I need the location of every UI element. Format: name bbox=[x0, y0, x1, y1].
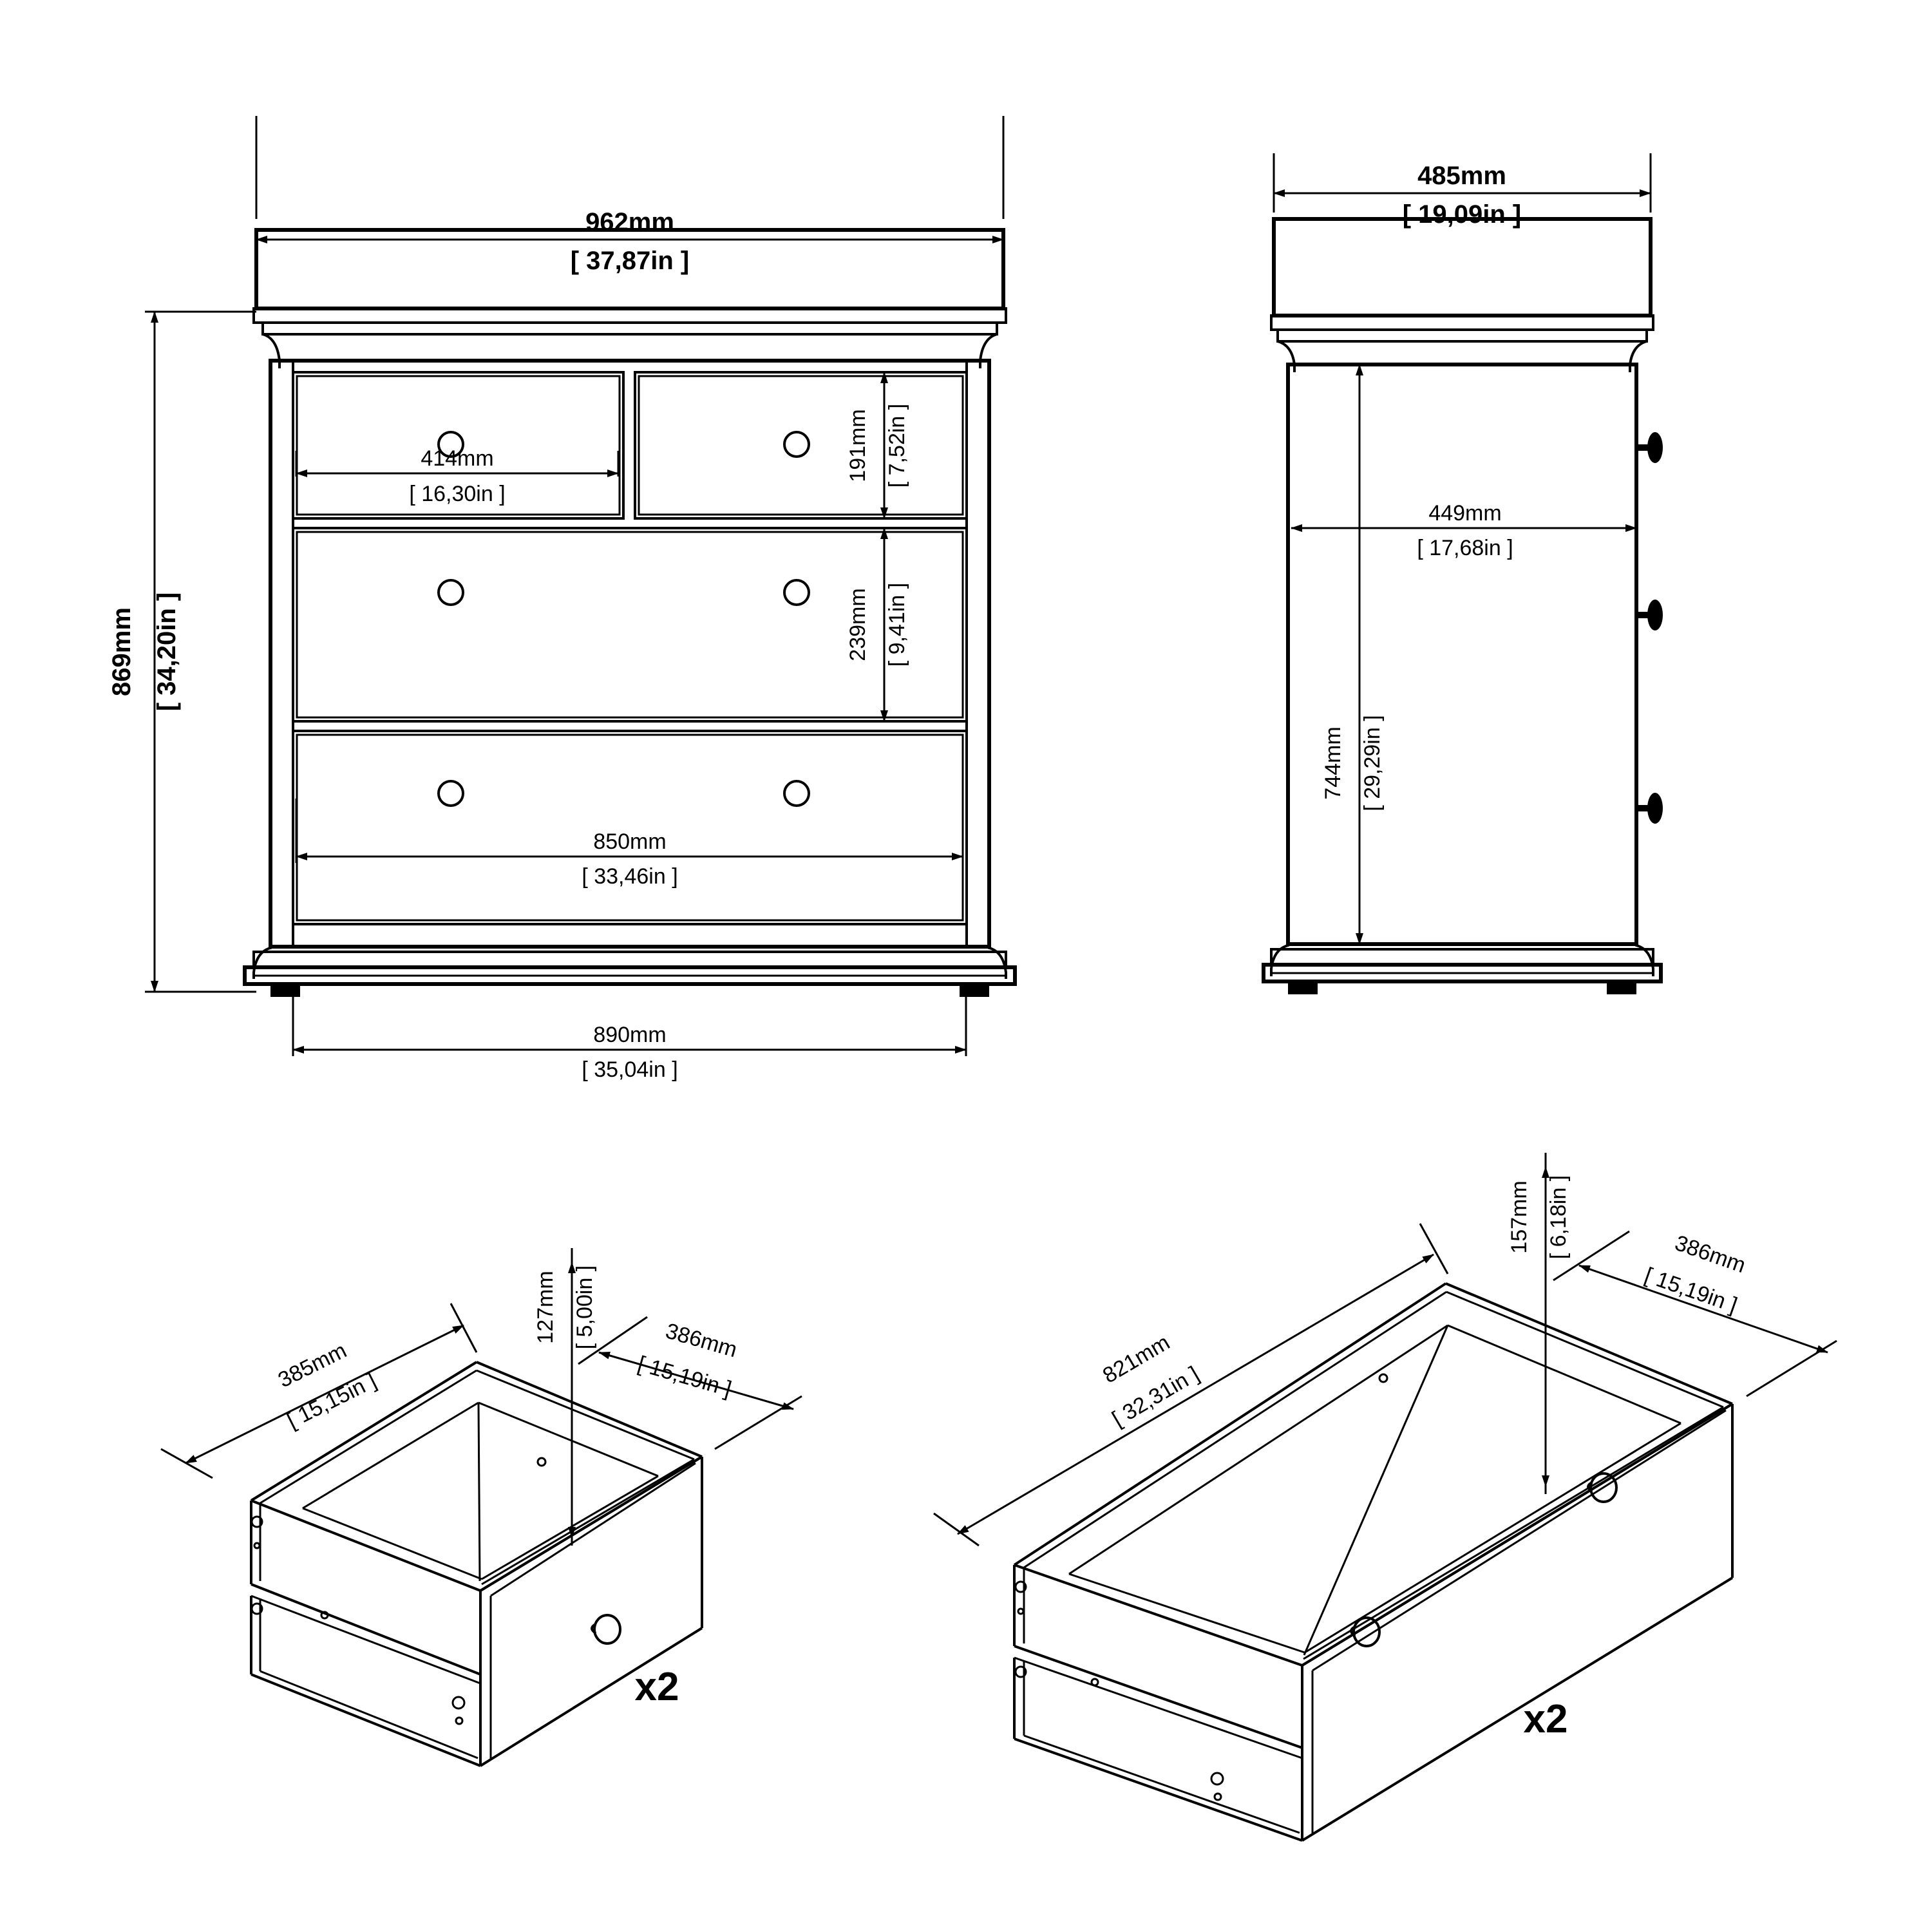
small-drawer-group: 385mm [ 15,15in ] 127mm [ 5,00in ] 386mm… bbox=[160, 1248, 802, 1767]
dim-157-mm: 157mm bbox=[1507, 1180, 1531, 1253]
front-cornice bbox=[262, 333, 998, 368]
dim-869-in: [ 34,20in ] bbox=[153, 592, 181, 712]
front-top-board bbox=[252, 228, 1007, 336]
dim-485-in: [ 19,09in ] bbox=[1403, 200, 1522, 229]
dim-850-in: [ 33,46in ] bbox=[582, 864, 677, 889]
dim-485-mm: 485mm bbox=[1417, 162, 1506, 190]
dim-small-drawer-height: 127mm [ 5,00in ] bbox=[533, 1248, 597, 1546]
dim-front-small-drawer-height: 191mm [ 7,52in ] bbox=[846, 371, 963, 520]
side-knob-top bbox=[1636, 432, 1663, 463]
side-carcass bbox=[1286, 363, 1638, 946]
dim-127-mm: 127mm bbox=[533, 1271, 558, 1343]
dim-large-drawer-depth: 386mm [ 15,19in ] bbox=[1553, 1230, 1837, 1397]
dim-850-mm: 850mm bbox=[593, 829, 666, 854]
front-view-group: 962mm [ 37,87in ] 869mm [ 34,20in ] 414m… bbox=[108, 116, 1017, 1082]
dim-front-large-drawer-width: 850mm [ 33,46in ] bbox=[295, 799, 964, 889]
dim-239-mm: 239mm bbox=[846, 588, 870, 661]
side-plinth bbox=[1262, 944, 1663, 994]
large-drawer-qty-label: x2 bbox=[1524, 1697, 1568, 1741]
dim-large-drawer-height: 157mm [ 6,18in ] bbox=[1507, 1153, 1571, 1494]
dim-front-small-drawer-width: 414mm [ 16,30in ] bbox=[295, 446, 620, 506]
dim-front-overall-width: 962mm [ 37,87in ] bbox=[255, 116, 1005, 275]
dim-414-in: [ 16,30in ] bbox=[409, 482, 505, 506]
dim-386s-in: [ 15,19in ] bbox=[635, 1352, 734, 1402]
front-drawer-top-right bbox=[634, 371, 968, 520]
dim-449-in: [ 17,68in ] bbox=[1417, 536, 1513, 560]
dim-front-overall-height: 869mm [ 34,20in ] bbox=[108, 310, 256, 993]
dim-744-in: [ 29,29in ] bbox=[1360, 715, 1385, 811]
front-carcass bbox=[269, 359, 991, 949]
dim-386l-mm: 386mm bbox=[1672, 1231, 1749, 1278]
side-view-group: 485mm [ 19,09in ] 449mm [ 17,68in ] 744m… bbox=[1262, 153, 1663, 994]
dim-side-overall-depth: 485mm [ 19,09in ] bbox=[1273, 153, 1652, 229]
dim-191-in: [ 7,52in ] bbox=[885, 404, 909, 488]
dim-890-in: [ 35,04in ] bbox=[582, 1057, 677, 1082]
small-drawer-qty-label: x2 bbox=[635, 1665, 679, 1709]
dim-386s-mm: 386mm bbox=[663, 1319, 739, 1363]
dim-869-mm: 869mm bbox=[108, 607, 136, 696]
dim-front-base-width: 890mm [ 35,04in ] bbox=[292, 992, 967, 1082]
dim-front-large-drawer-height: 239mm [ 9,41in ] bbox=[846, 527, 963, 723]
front-drawer-middle bbox=[292, 527, 968, 723]
dim-962-in: [ 37,87in ] bbox=[571, 247, 690, 275]
dim-449-mm: 449mm bbox=[1428, 501, 1501, 526]
dim-890-mm: 890mm bbox=[593, 1023, 666, 1047]
dim-962-mm: 962mm bbox=[585, 208, 674, 236]
front-plinth bbox=[243, 947, 1017, 997]
small-drawer-knob-icon bbox=[591, 1614, 621, 1645]
dim-side-carcass-height: 744mm [ 29,29in ] bbox=[1321, 364, 1385, 945]
side-cornice bbox=[1277, 340, 1647, 372]
side-top-board bbox=[1270, 217, 1654, 343]
large-drawer-knob-icon-right bbox=[1587, 1472, 1618, 1503]
dim-small-drawer-depth: 386mm [ 15,19in ] bbox=[578, 1316, 802, 1450]
dim-side-carcass-depth: 449mm [ 17,68in ] bbox=[1291, 501, 1637, 560]
front-drawer-top-left bbox=[292, 371, 625, 520]
side-knob-middle bbox=[1636, 600, 1663, 630]
dim-large-drawer-length: 821mm [ 32,31in ] bbox=[933, 1223, 1449, 1547]
side-knob-bottom bbox=[1636, 793, 1663, 824]
dim-157-in: [ 6,18in ] bbox=[1546, 1175, 1571, 1259]
dim-239-in: [ 9,41in ] bbox=[885, 583, 909, 667]
front-drawer-bottom bbox=[292, 730, 968, 925]
dim-191-mm: 191mm bbox=[846, 409, 870, 482]
dim-744-mm: 744mm bbox=[1321, 726, 1345, 799]
dim-414-mm: 414mm bbox=[421, 446, 493, 471]
large-drawer-knob-icon-left bbox=[1350, 1616, 1381, 1647]
dim-127-in: [ 5,00in ] bbox=[573, 1265, 597, 1349]
large-drawer-group: 821mm [ 32,31in ] 157mm [ 6,18in ] 386mm… bbox=[933, 1153, 1837, 1842]
